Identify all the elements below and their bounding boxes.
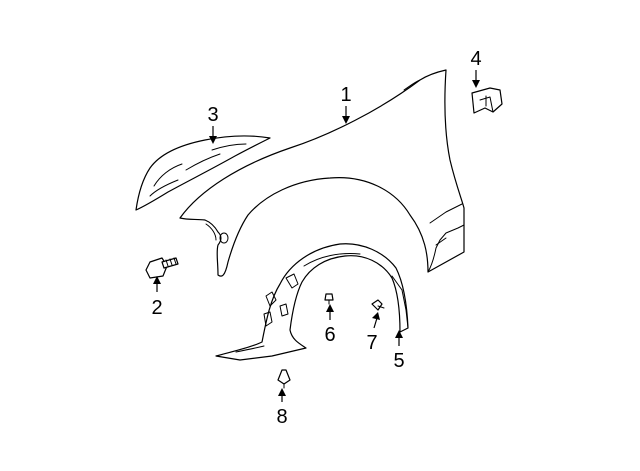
leader-2 [153,276,161,292]
callout-8: 8 [276,406,287,428]
callout-4: 4 [470,48,481,70]
leader-5 [395,330,403,346]
callout-6: 6 [324,324,335,346]
leader-3 [209,126,217,144]
callout-1: 1 [340,84,351,106]
callout-5: 5 [393,350,404,372]
leader-1 [342,106,350,124]
leader-8 [278,388,286,402]
callout-3: 3 [207,104,218,126]
bracket-part[interactable] [471,87,503,114]
leader-6 [326,304,334,320]
screw-part[interactable] [371,299,385,311]
molding-part[interactable] [135,135,271,211]
leader-7 [372,312,380,329]
bolt-part[interactable] [145,257,179,279]
push-clip-part[interactable] [277,369,291,389]
fender-part[interactable] [179,69,465,277]
callout-7: 7 [366,332,377,354]
leader-4 [472,70,480,88]
splash-shield-part[interactable] [215,243,409,361]
clip-part-6[interactable] [324,293,334,305]
callout-2: 2 [151,297,162,319]
